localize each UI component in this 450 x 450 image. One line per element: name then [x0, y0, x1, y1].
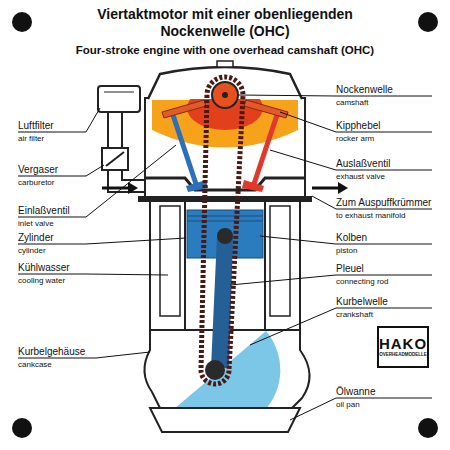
- leader-line: [18, 165, 104, 176]
- piston-pin: [217, 228, 233, 244]
- part-label: Einlaßventil: [18, 205, 70, 217]
- logo-subtext: OVERHEADMODELLE: [379, 352, 427, 359]
- part-label: air filter: [18, 134, 44, 144]
- part-label: crankshaft: [336, 310, 373, 320]
- exhaust-valve: [254, 112, 278, 184]
- part-label: camshaft: [336, 98, 368, 108]
- piston-ring: [187, 221, 263, 222]
- part-label: cooling water: [18, 276, 65, 286]
- rocker-arm: [162, 100, 206, 118]
- part-label: rocker arm: [336, 134, 374, 144]
- corner-dot: [418, 418, 438, 438]
- part-label: piston: [336, 246, 357, 256]
- part-label: Nockenwelle: [336, 84, 393, 96]
- part-label: Luftfilter: [18, 120, 54, 132]
- part-label: Zylinder: [18, 232, 54, 244]
- part-label: oil pan: [336, 400, 360, 410]
- part-label: exhaust valve: [336, 172, 385, 182]
- water-jacket: [160, 206, 180, 316]
- leader-line: [290, 398, 432, 420]
- leader-line: [270, 150, 432, 170]
- air-filter: [98, 86, 140, 112]
- inlet-valve: [172, 112, 196, 184]
- water-jacket: [270, 206, 290, 316]
- oil-cap: [217, 61, 233, 67]
- part-label: to exhaust manifold: [336, 211, 405, 221]
- part-label: inlet valve: [18, 219, 54, 229]
- part-label: Pleuel: [336, 263, 364, 275]
- part-label: Kolben: [336, 232, 367, 244]
- logo-box: HAKOOVERHEADMODELLE: [377, 326, 429, 368]
- leader-line: [312, 196, 432, 209]
- part-label: Kurbelgehäuse: [18, 346, 85, 358]
- piston-ring: [187, 216, 263, 217]
- carburetor: [102, 148, 128, 170]
- camshaft-hub: [222, 92, 228, 98]
- logo-text: HAKO: [379, 335, 427, 352]
- part-label: Zum Auspuffkrümmer: [336, 197, 431, 209]
- part-label: cylinder: [18, 246, 46, 256]
- part-label: Kühlwasser: [18, 262, 70, 274]
- leader-line: [230, 275, 432, 285]
- leader-line: [18, 274, 168, 275]
- part-label: Vergaser: [18, 164, 58, 176]
- crankcase-wall: [144, 330, 160, 408]
- corner-dot: [12, 12, 32, 32]
- leader-line: [238, 95, 432, 96]
- oil-pan: [150, 408, 300, 432]
- part-label: Auslaßventil: [336, 158, 390, 170]
- exhaust-arrow: [312, 187, 338, 190]
- air-filter-detail: [104, 92, 134, 93]
- throttle-plate: [106, 152, 124, 166]
- timing-chain: [201, 77, 243, 384]
- rocker-arm: [244, 100, 288, 118]
- crank-sprocket: [205, 360, 225, 380]
- crankcase-wall: [292, 330, 310, 408]
- exhaust-arrowhead: [338, 182, 348, 194]
- leader-line: [280, 112, 432, 132]
- diagram-subtitle: Four-stroke engine with one overhead cam…: [0, 44, 450, 58]
- head-gasket: [138, 196, 312, 202]
- part-label: Kipphebel: [336, 120, 380, 132]
- corner-dot: [12, 418, 32, 438]
- part-label: carburetor: [18, 178, 54, 188]
- exhaust-valve-head: [242, 180, 264, 192]
- part-label: Kurbelwelle: [336, 296, 388, 308]
- inlet-arrowhead: [128, 182, 138, 194]
- leader-line: [18, 108, 100, 132]
- port-wall: [145, 178, 305, 190]
- part-label: connecting rod: [336, 277, 388, 287]
- part-label: cankcase: [18, 360, 52, 370]
- camshaft: [212, 82, 238, 108]
- part-label: Ölwanne: [336, 386, 375, 398]
- corner-dot: [418, 12, 438, 32]
- leader-line: [18, 145, 176, 217]
- diagram-title: Viertaktmotor mit einer obenliegenden No…: [70, 6, 380, 40]
